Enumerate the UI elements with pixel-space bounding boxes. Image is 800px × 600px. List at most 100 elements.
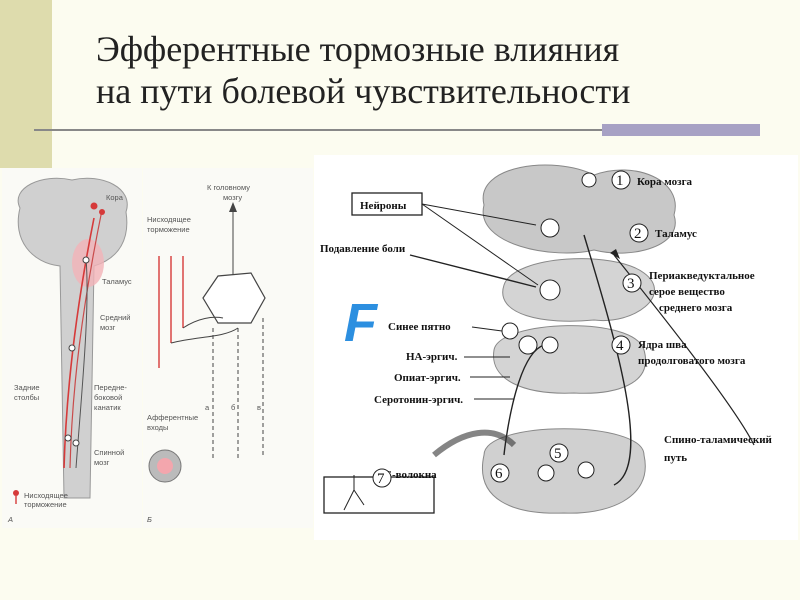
title-line-2: на пути болевой чувствительности: [96, 71, 631, 111]
svg-text:2: 2: [634, 226, 642, 242]
label-neurons: Нейроны: [360, 200, 407, 212]
ascending-path: [75, 257, 88, 469]
descending-pathway: [503, 344, 545, 456]
label-spinothalamic-2: путь: [664, 452, 687, 464]
label-na: НА-эргич.: [406, 351, 458, 363]
svg-text:1: 1: [616, 173, 624, 189]
legend-5: 5: [549, 443, 569, 463]
ascending-arrow: [229, 202, 237, 212]
title-divider: [34, 129, 754, 131]
neuron-cortex-2: [99, 209, 105, 215]
slide-title: Эфферентные тормозные влияния на пути бо…: [96, 28, 630, 112]
legend-4: 4 Ядра шва продолговатого мозга: [611, 335, 746, 367]
afferent-label-2: входы: [147, 423, 168, 432]
svg-text:4: 4: [616, 338, 624, 354]
neuron-thalamus: [540, 218, 560, 238]
afferent-label-1: Афферентные: [147, 413, 198, 422]
title-divider-accent: [602, 124, 760, 136]
neurons-pointer-1: [421, 203, 537, 226]
label-b: б: [231, 403, 235, 412]
midbrain-section: [502, 258, 655, 322]
neuron-blue-spot: [501, 322, 519, 340]
label-pain-suppression: Подавление боли: [320, 243, 406, 255]
label-midbrain-2: мозг: [100, 323, 116, 332]
panel-b: К головному мозгу Нисходящее торможение …: [143, 168, 313, 528]
label-opiate: Опиат-эргич.: [394, 372, 461, 384]
label-dorsal-1: Задние: [14, 383, 40, 392]
spinal-section: [482, 428, 646, 514]
svg-text:6: 6: [495, 466, 503, 482]
label-thalamus: Таламус: [102, 277, 132, 286]
neurons-pointer-2: [421, 203, 539, 286]
label-blue-spot: Синее пятно: [388, 321, 451, 333]
label-a: а: [205, 403, 210, 412]
panel-main: Нейроны Подавление боли F Синее пятно НА…: [314, 155, 798, 540]
pain-suppression-arrow: [409, 254, 537, 288]
label-spinal-1: Спинной: [94, 448, 124, 457]
legend-descending-1: Нисходящее: [24, 491, 68, 500]
main-figure: Нейроны Подавление боли F Синее пятно НА…: [320, 164, 773, 514]
neuron-soma: [202, 272, 266, 324]
label-c-fibers: С-волокна: [384, 469, 437, 481]
label-spinothalamic-1: Спино-таламический: [664, 434, 773, 446]
panel-b-label: Б: [147, 515, 152, 524]
neuron-pag: [539, 279, 561, 301]
label-spinal-2: мозг: [94, 458, 110, 467]
svg-text:продолговатого мозга: продолговатого мозга: [638, 355, 746, 367]
label-cortex: Кора: [106, 193, 124, 202]
label-anterolat-3: канатик: [94, 403, 121, 412]
synapse-line-2: [170, 327, 239, 344]
panel-a-figure: Кора Таламус Средний мозг Задние столбы …: [7, 177, 132, 524]
legend-2: 2 Таламус: [629, 223, 697, 243]
neuron-cortex: [90, 202, 98, 210]
label-midbrain-1: Средний: [100, 313, 131, 322]
neuron-raphe-1: [518, 335, 538, 355]
svg-text:3: 3: [627, 276, 635, 292]
title-line-1: Эфферентные тормозные влияния: [96, 29, 620, 69]
svg-text:Ядра шва: Ядра шва: [638, 339, 687, 351]
neuron-cortex: [581, 172, 597, 188]
spinothalamic-pathway: [583, 234, 632, 486]
synapse-line-1: [182, 316, 224, 329]
panel-a: Кора Таламус Средний мозг Задние столбы …: [2, 168, 142, 528]
legend-descending-2: торможение: [24, 500, 67, 509]
neuron-spinal: [64, 434, 72, 442]
label-anterolat-2: боковой: [94, 393, 122, 402]
c-fiber-nerve: [432, 429, 517, 458]
nerve-ending-icon: [343, 475, 365, 511]
svg-text:Периакведуктальное: Периакведуктальное: [649, 270, 755, 282]
descending-label-2: торможение: [147, 225, 190, 234]
label-serotonin: Серотонин-эргич.: [374, 394, 463, 406]
label-dorsal-2: столбы: [14, 393, 39, 402]
neuron-midbrain: [68, 344, 76, 352]
label-c: в: [257, 403, 261, 412]
descending-label-1: Нисходящее: [147, 215, 191, 224]
svg-text:среднего мозга: среднего мозга: [659, 302, 733, 314]
neuron-spinal-2: [72, 439, 80, 447]
svg-text:5: 5: [554, 446, 562, 462]
legend-3: 3 Периакведуктальное серое вещество сред…: [622, 270, 755, 314]
neuron-thalamus: [82, 256, 90, 264]
legend-red-marker: [13, 490, 19, 496]
neuron-raphe-2: [541, 336, 559, 354]
to-brain-2: мозгу: [223, 193, 242, 202]
descending-path-red: [63, 217, 95, 469]
to-brain-1: К головному: [207, 183, 250, 192]
legend-7: 7: [372, 468, 392, 488]
svg-text:Таламус: Таламус: [655, 228, 697, 240]
panel-b-figure: К головному мозгу Нисходящее торможение …: [147, 183, 266, 524]
legend-6: 6: [490, 463, 510, 483]
svg-text:7: 7: [377, 471, 385, 487]
panel-a-label: А: [7, 515, 13, 524]
legend-1: 1 Кора мозга: [611, 170, 693, 190]
receptive-field-inner: [157, 458, 173, 474]
thalamus-highlight: [72, 239, 104, 287]
neuron-spinal-6: [537, 464, 555, 482]
label-anterolat-1: Передне-: [94, 383, 127, 392]
svg-text:Кора мозга: Кора мозга: [637, 176, 693, 188]
blue-spot-pointer: [471, 326, 503, 332]
spinothalamic-arrowhead: [610, 249, 620, 259]
svg-text:серое вещество: серое вещество: [649, 286, 725, 298]
left-accent-band: [0, 0, 52, 168]
neuron-spinal-5: [577, 461, 595, 479]
